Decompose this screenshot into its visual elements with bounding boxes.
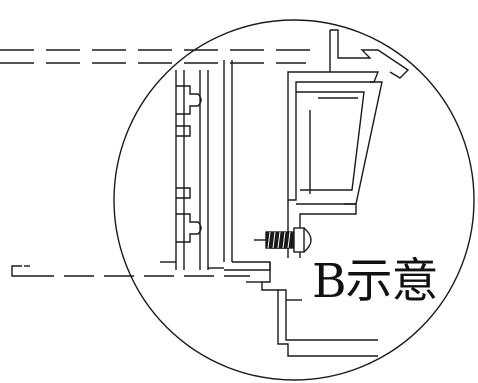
- mullion-profile: [160, 70, 224, 270]
- sash-profile: [287, 29, 410, 258]
- lower-dashed-profile: [11, 265, 250, 277]
- center-channel-profile: [223, 60, 271, 271]
- upper-dashed-lines: [0, 49, 318, 64]
- detail-circle: [113, 19, 475, 381]
- detail-label: B示意: [312, 254, 439, 309]
- screw-fastener: [254, 227, 312, 253]
